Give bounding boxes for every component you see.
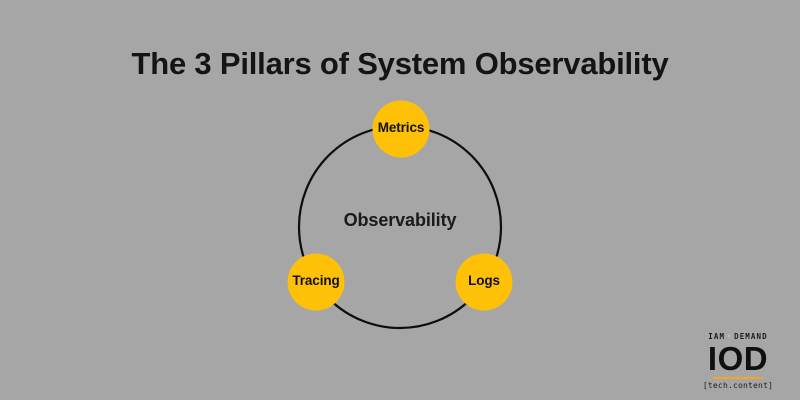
logo-tagline-top: IAM•DEMAND: [690, 332, 786, 342]
pillar-node-logs[interactable]: [455, 253, 513, 311]
logo-tagline-bottom: [tech.content]: [702, 381, 774, 390]
brand-logo: IAM•DEMAND IOD [tech.content]: [690, 332, 786, 391]
pillar-node-metrics[interactable]: [372, 100, 430, 158]
logo-wordmark: IOD: [707, 340, 769, 377]
logo-tagline-separator: •: [726, 332, 733, 341]
logo-tagline-top-left: IAM: [708, 332, 726, 341]
page-title: The 3 Pillars of System Observability: [131, 46, 669, 81]
logo-tagline-top-right: DEMAND: [734, 332, 768, 341]
pillar-node-tracing[interactable]: [287, 253, 345, 311]
logo-accent-rule: [713, 377, 763, 379]
